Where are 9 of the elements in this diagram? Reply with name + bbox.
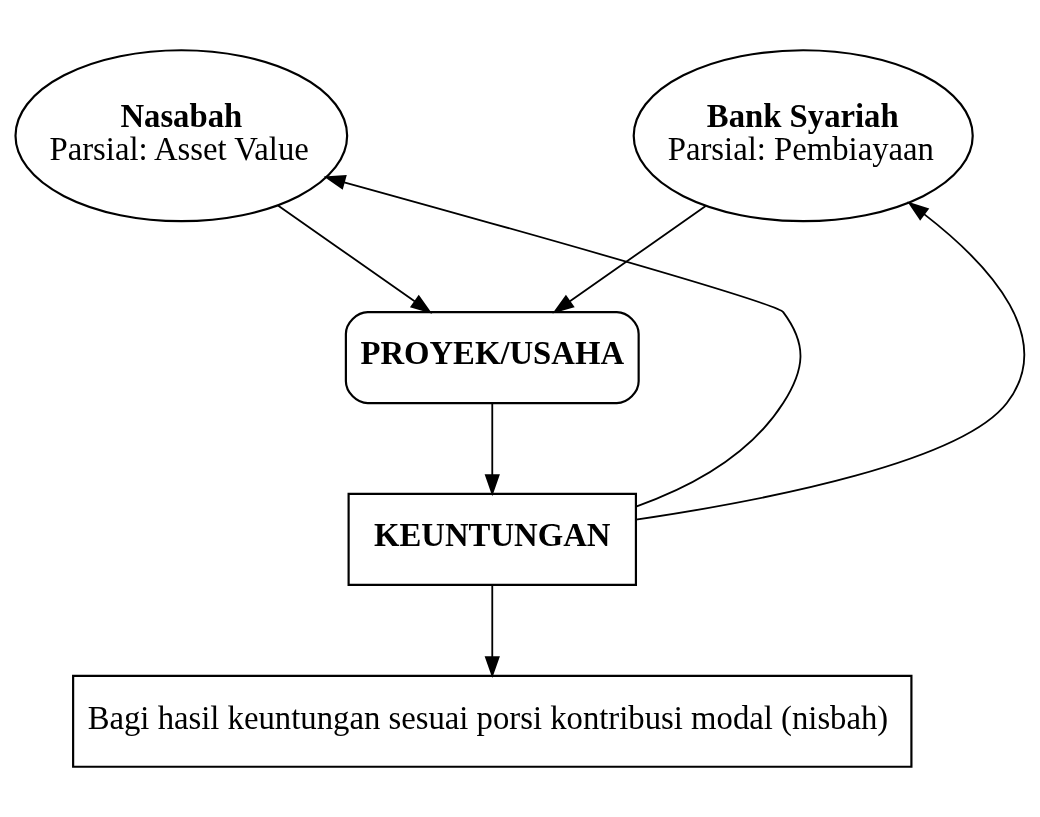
arrow: [635, 201, 1026, 521]
arrow: [484, 402, 500, 497]
arrow: [552, 205, 707, 314]
node-box: KEUNTUNGAN: [347, 492, 637, 586]
arrow: [484, 584, 500, 679]
node-box: Bagi hasil keuntungan sesuai porsi kontribusi modal (nisbah): [72, 674, 913, 768]
node-box: PROYEK/USAHA: [344, 311, 640, 405]
arrow: [277, 204, 433, 314]
arrow: [323, 175, 802, 508]
